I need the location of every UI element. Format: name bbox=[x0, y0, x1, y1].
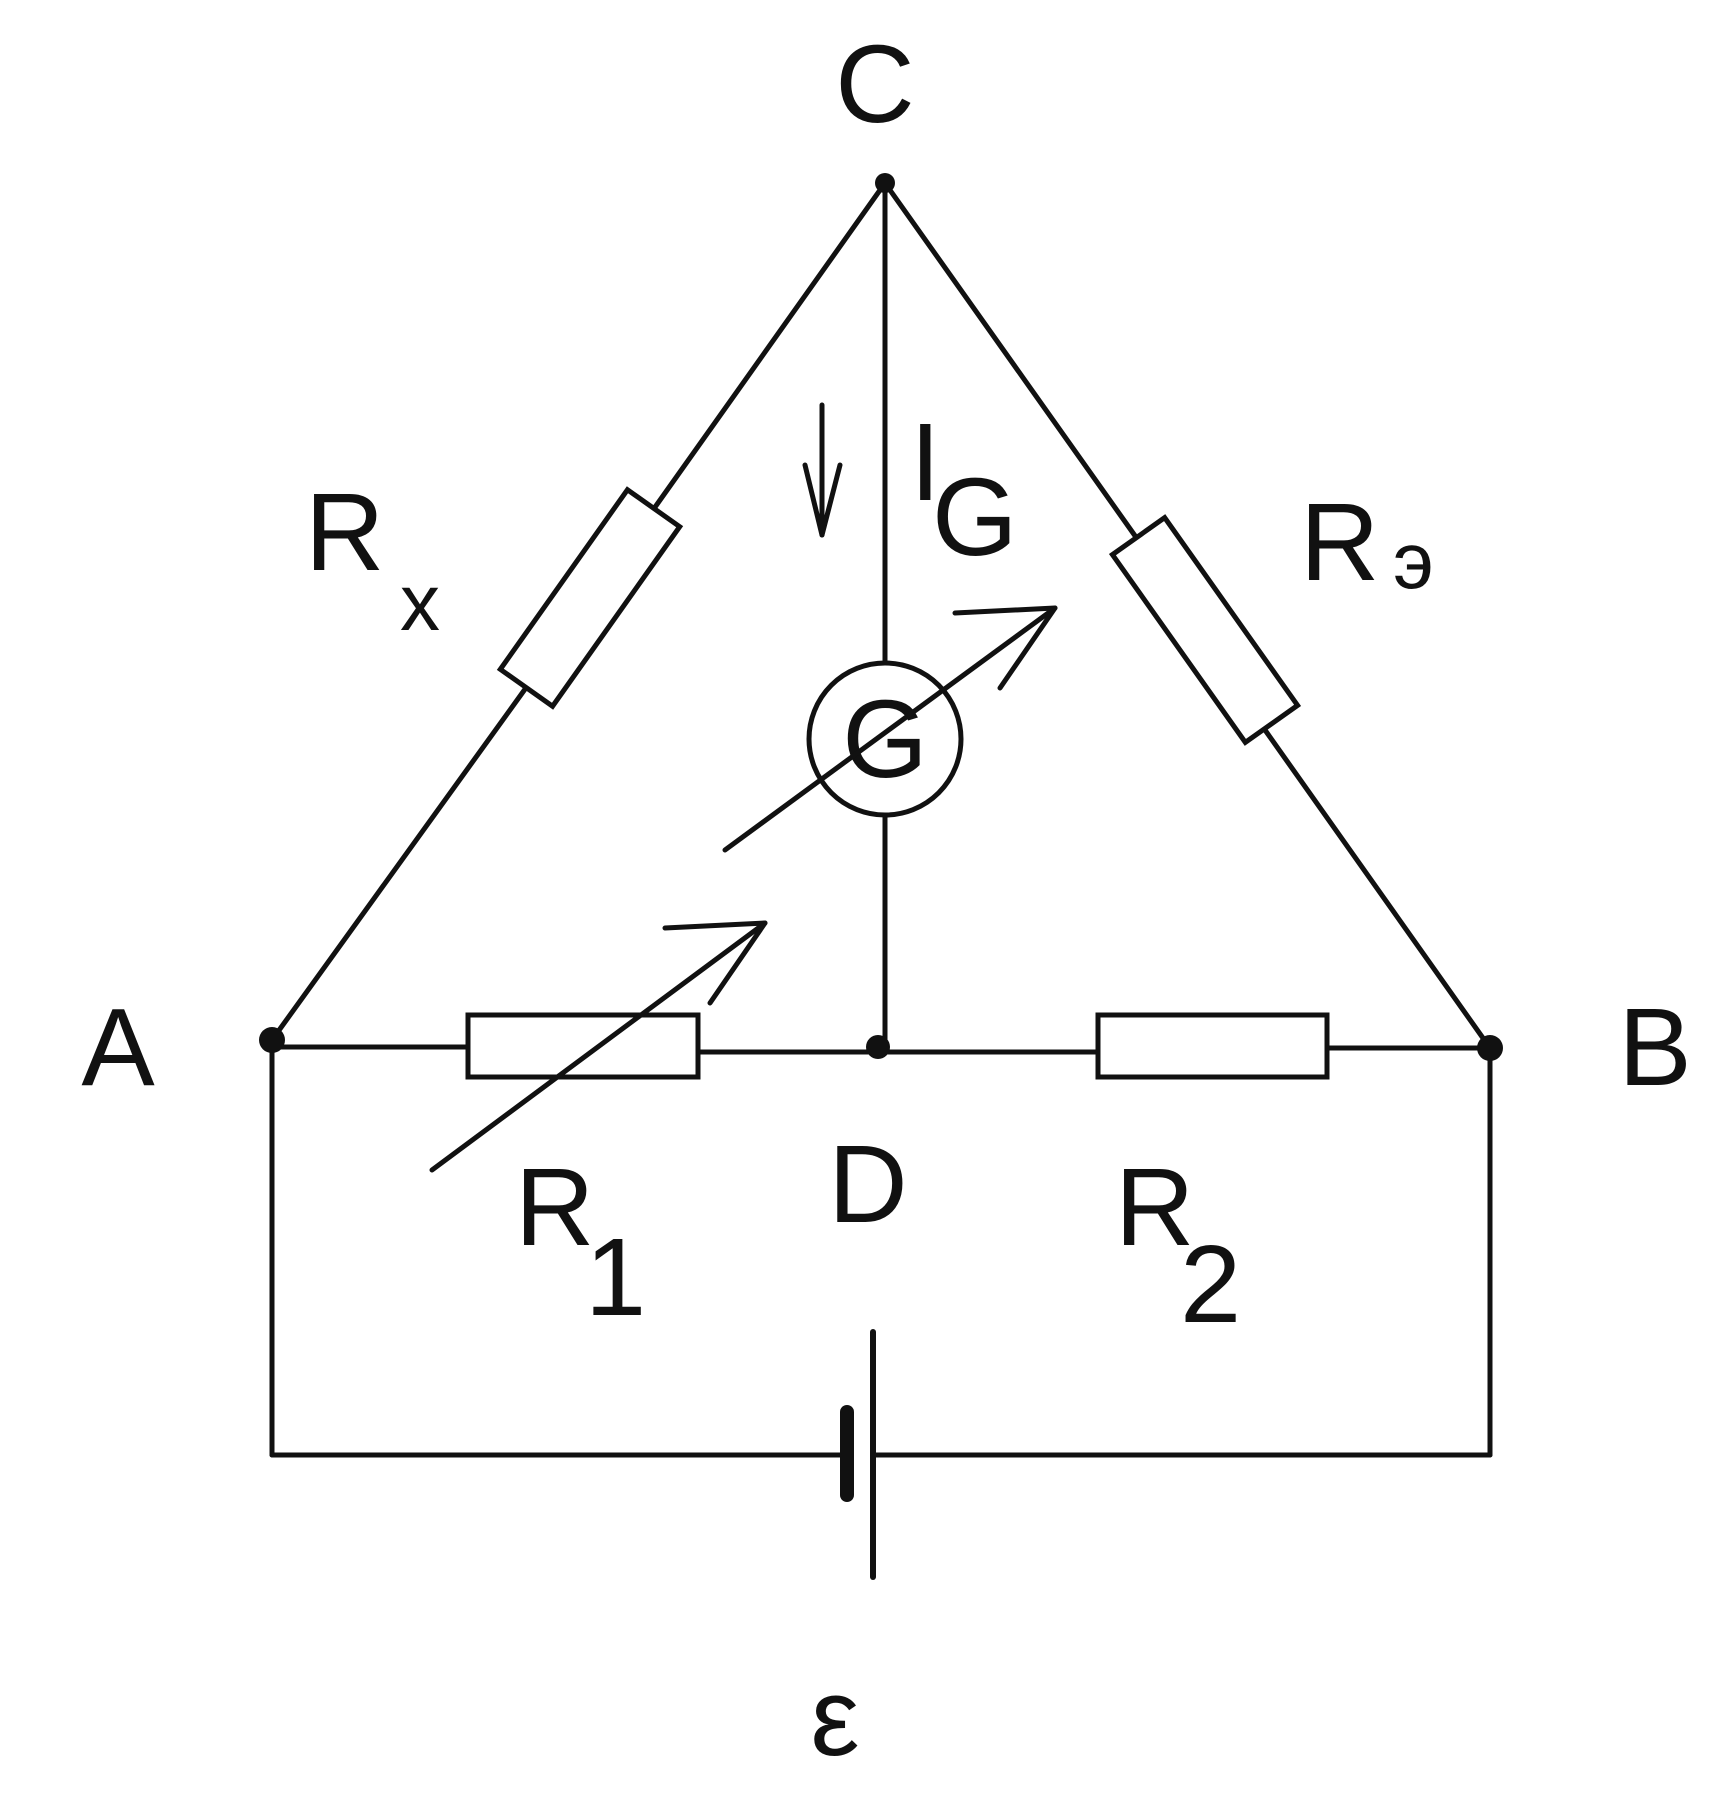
label-current-sub: G bbox=[932, 456, 1018, 579]
wire-re-b bbox=[1262, 727, 1493, 1051]
galvanometer-adjust-arrow-head bbox=[952, 605, 1058, 691]
resistor-r2 bbox=[1095, 1012, 1330, 1080]
wire-rx-c bbox=[650, 180, 888, 513]
node-label-b: B bbox=[1618, 986, 1691, 1109]
branch-c-d: G bbox=[722, 180, 1058, 1050]
label-re-main: R bbox=[1300, 481, 1379, 604]
current-arrow-head bbox=[802, 462, 843, 538]
branch-a-d-b bbox=[269, 920, 1493, 1173]
label-r1-main: R bbox=[515, 1146, 594, 1269]
galvanometer-adjust-arrow-shaft bbox=[722, 605, 1058, 853]
node-label-a: A bbox=[81, 986, 155, 1109]
node-label-c: C bbox=[835, 23, 914, 146]
label-current-main: I bbox=[910, 401, 941, 524]
node-dot-b bbox=[1477, 1035, 1503, 1061]
node-dot-c bbox=[875, 173, 895, 193]
r1-variable-arrow-shaft bbox=[429, 920, 768, 1173]
branch-a-c bbox=[269, 180, 888, 1043]
label-rx-sub: x bbox=[400, 558, 440, 647]
label-r2-sub: 2 bbox=[1180, 1223, 1241, 1346]
galvanometer-circle bbox=[806, 660, 964, 818]
label-emf: ε bbox=[810, 1656, 859, 1779]
label-re-sub: э bbox=[1393, 516, 1434, 605]
label-r2-main: R bbox=[1115, 1146, 1194, 1269]
node-label-d: D bbox=[828, 1123, 907, 1246]
node-dot-d bbox=[866, 1035, 890, 1059]
galvanometer-symbol: G bbox=[842, 678, 928, 801]
wire-a-rx bbox=[269, 682, 531, 1043]
battery-loop bbox=[269, 1044, 1493, 1580]
r1-variable-arrow-head bbox=[662, 920, 768, 1006]
label-r1-sub: 1 bbox=[585, 1216, 646, 1339]
node-dot-a bbox=[259, 1027, 285, 1053]
label-rx-main: R bbox=[305, 471, 384, 594]
branch-c-b bbox=[882, 180, 1493, 1051]
resistor-re bbox=[1108, 514, 1302, 746]
wire-c-re bbox=[882, 180, 1141, 543]
resistor-r1 bbox=[465, 1012, 701, 1080]
resistor-rx bbox=[496, 486, 684, 710]
